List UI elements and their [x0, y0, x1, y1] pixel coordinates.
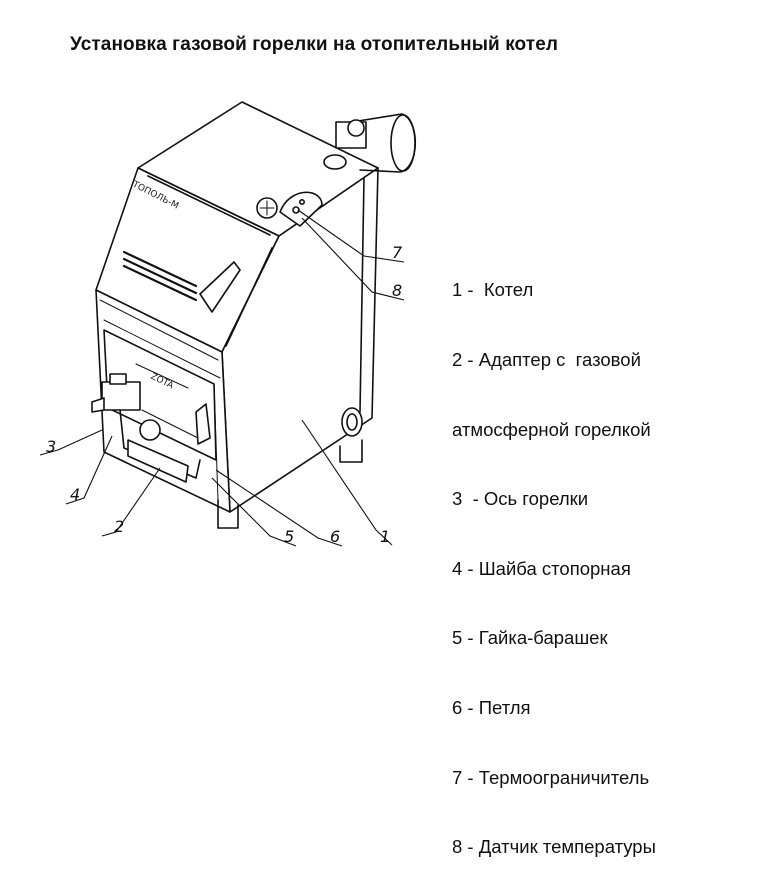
- diagram-title: Установка газовой горелки на отопительны…: [70, 34, 559, 55]
- legend-item: 2 - Адаптер с газовой: [452, 349, 641, 371]
- callout-6: 6: [330, 527, 340, 546]
- callout-3: 3: [46, 437, 56, 456]
- callout-7: 7: [392, 243, 403, 262]
- legend-item: 1 - Котел: [452, 279, 534, 301]
- legend: 1 - Котел 2 - Адаптер с газовой атмосфер…: [452, 232, 656, 882]
- legend-item: 6 - Петля: [452, 697, 531, 719]
- callout-4: 4: [70, 485, 80, 504]
- legend-item: 8 - Датчик температуры: [452, 836, 656, 858]
- legend-item: атмосферной горелкой: [452, 418, 651, 440]
- callout-8: 8: [392, 281, 402, 300]
- gas-valve: [101, 381, 141, 411]
- legend-item: 7 - Термоограничитель: [452, 766, 650, 788]
- legend-item: 3 - Ось горелки: [452, 488, 589, 510]
- legend-item: 5 - Гайка-барашек: [452, 627, 608, 649]
- legend-item: 4 - Шайба стопорная: [452, 557, 631, 579]
- callout-5: 5: [284, 527, 294, 546]
- callout-1: 1: [380, 527, 390, 546]
- boiler-drawing: ТОПОЛЬ-М ZOTA 1 2 3 4 5 6 7 8: [39, 101, 417, 547]
- callout-2: 2: [114, 517, 124, 536]
